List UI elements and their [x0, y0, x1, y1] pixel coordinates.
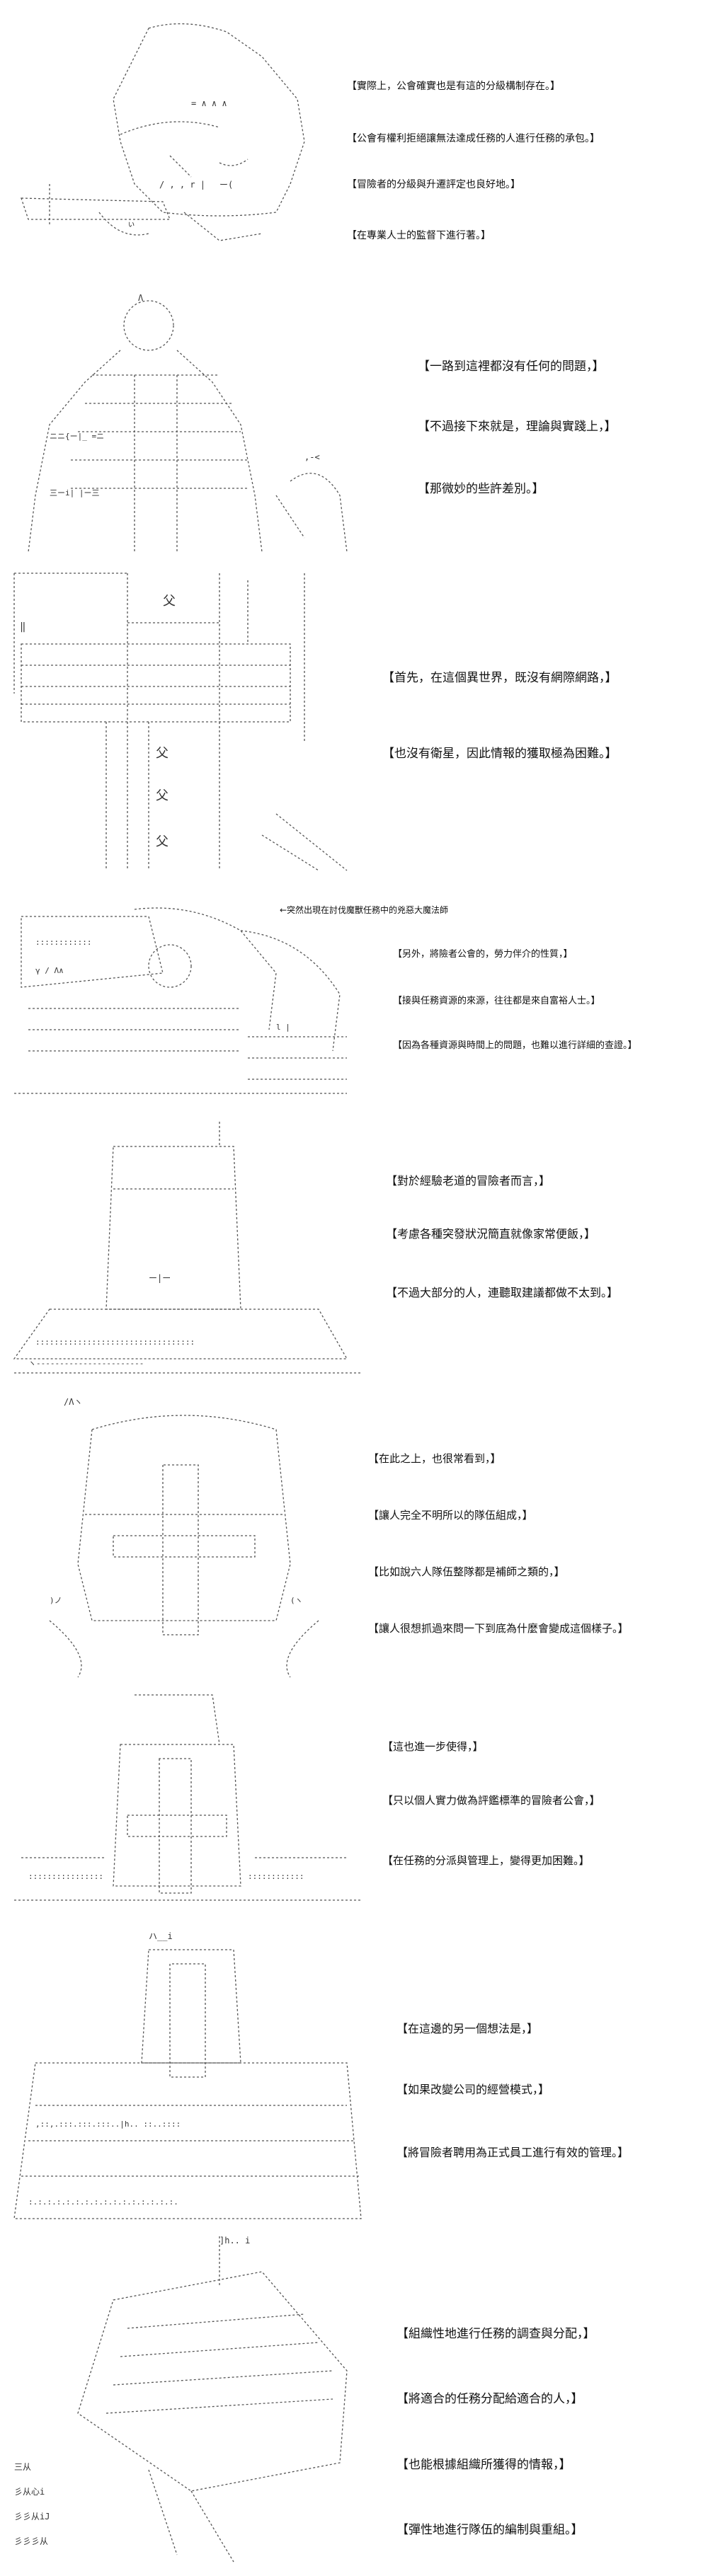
svg-text:::::::::::::: :::::::::::: — [248, 1872, 304, 1881]
ascii-art-doorway-scene: 父 父 父 父 ‖ — [7, 566, 361, 878]
svg-text:ー(: ー( — [219, 180, 233, 190]
svg-text:]h.. i: ]h.. i — [219, 2236, 250, 2246]
panel-7: :::::::::::::::: :::::::::::: 【這也進一步使得，】… — [0, 1688, 708, 1921]
svg-text:= ∧ ∧ ∧: = ∧ ∧ ∧ — [191, 98, 227, 108]
svg-text:父: 父 — [163, 594, 176, 609]
dialogue-line: 【組織性地進行任務的調查與分配，】 — [396, 2327, 595, 2341]
dialogue-line: 【讓人很想抓過來問一下到底為什麼會變成這個樣子。】 — [368, 1622, 629, 1635]
dialogue-line: 【冒險者的分級與升遷評定也良好地。】 — [347, 179, 520, 190]
art-annotation-label: ←突然出現在討伐魔獸任務中的兇惡大魔法師 — [280, 905, 449, 915]
panel-3: 父 父 父 父 ‖ 【首先，在這個異世界，既沒有網際網路，】 【也沒有衛星，因此… — [0, 566, 708, 878]
panel-2: Λ ニニ{ー|_ =ニ 三ーi| |ー三 ,-< 【一路到這裡都沒有任何的問題，… — [0, 283, 708, 559]
dialogue-line: 【不過接下來就是，理論與實踐上，】 — [418, 420, 617, 434]
dialogue-line: 【如果改變公司的經營模式，】 — [396, 2083, 550, 2096]
svg-text:彡彡彡从: 彡彡彡从 — [14, 2536, 48, 2546]
svg-text:l |: l | — [276, 1023, 290, 1032]
ascii-art-fallen-rubble: ]h.. i 三从 彡从心i 彡彡从iJ 彡彡彡从 — [7, 2229, 375, 2576]
dialogue-line: 【一路到這裡都沒有任何的問題，】 — [418, 360, 605, 374]
dialogue-line: 【考慮各種突發狀況簡直就像家常便飯，】 — [386, 1227, 596, 1241]
svg-text:/ , , r |: / , , r | — [159, 180, 205, 190]
ascii-art-knight-close-up: :::::::::::::::: :::::::::::: — [7, 1688, 361, 1921]
svg-text:父: 父 — [156, 834, 169, 849]
svg-text:,-<: ,-< — [304, 452, 320, 462]
ascii-art-knight-crowd: ハ__i ,::,.:::.:::.:::..|h.. ::..:::: :.:… — [7, 1921, 375, 2226]
svg-text:父: 父 — [156, 746, 169, 761]
ascii-art-bucket-helm-knight: ー|ー :::::::::::::::::::::::::::::::::: ヽ… — [7, 1118, 375, 1387]
svg-text:::::::::::::::::: :::::::::::::::: — [28, 1872, 103, 1881]
svg-text:ニニ{ー|_ =ニ: ニニ{ー|_ =ニ — [50, 432, 104, 441]
dialogue-line: 【將冒險者聘用為正式員工進行有效的管理。】 — [396, 2146, 629, 2159]
svg-text:彡从心i: 彡从心i — [14, 2487, 45, 2497]
dialogue-line: 【在任務的分派與管理上，變得更加困難。】 — [382, 1854, 590, 1867]
svg-text:三ーi| |ー三: 三ーi| |ー三 — [50, 488, 100, 498]
dialogue-line: 【在此之上，也很常看到，】 — [368, 1452, 501, 1465]
dialogue-line: 【實際上，公會確實也是有這的分級構制存在。】 — [347, 81, 560, 92]
ascii-art-mage-group: :::::::::::: γ / Λ∧ l | — [7, 888, 361, 1115]
svg-text:Λ: Λ — [138, 293, 144, 303]
dialogue-line: 【那微妙的些許差別。】 — [418, 482, 544, 496]
svg-text:‖: ‖ — [20, 621, 25, 633]
panel-8: ハ__i ,::,.:::.:::.:::..|h.. ::..:::: :.:… — [0, 1921, 708, 2226]
svg-text:父: 父 — [156, 788, 169, 803]
ascii-art-armored-figure: Λ ニニ{ー|_ =ニ 三ーi| |ー三 ,-< — [7, 283, 361, 559]
dialogue-line: 【彈性地進行隊伍的編制與重組。】 — [396, 2523, 583, 2537]
svg-text:ハ__i: ハ__i — [149, 1931, 173, 1941]
dialogue-line: 【在專業人士的監督下進行著。】 — [347, 230, 491, 241]
dialogue-line: 【讓人完全不明所以的隊伍組成，】 — [368, 1509, 533, 1522]
svg-text:彡彡从iJ: 彡彡从iJ — [14, 2512, 50, 2522]
svg-text:ー|ー: ー|ー — [149, 1273, 171, 1283]
dialogue-line: 【也能根據組織所獲得的情報，】 — [396, 2458, 571, 2472]
svg-text:/Λヽ: /Λヽ — [64, 1397, 82, 1407]
ascii-art-cross-helm-knight: /Λヽ )ノ (ヽ — [7, 1387, 361, 1684]
dialogue-line: 【在這邊的另一個想法是，】 — [396, 2022, 539, 2035]
panel-6: /Λヽ )ノ (ヽ 【在此之上，也很常看到，】 【讓人完全不明所以的隊伍組成，】… — [0, 1387, 708, 1684]
dialogue-line: 【因為各種資源與時間上的問題，也難以進行詳細的查證。】 — [393, 1040, 637, 1051]
dialogue-line: 【另外，將險者公會的，勞力伴介的性質，】 — [393, 949, 573, 960]
dialogue-line: 【也沒有衛星，因此情報的獲取極為困難。】 — [382, 747, 617, 761]
dialogue-line: 【接與任務資源的來源，往往都是來自富裕人士。】 — [393, 996, 600, 1006]
svg-text:γ / Λ∧: γ / Λ∧ — [35, 966, 64, 975]
panel-4: :::::::::::: γ / Λ∧ l | ←突然出現在討伐魔獸任務中的兇惡… — [0, 888, 708, 1115]
svg-text:::::::::::::::::::::::::::::::: :::::::::::::::::::::::::::::::::: — [35, 1338, 195, 1347]
panel-5: ー|ー :::::::::::::::::::::::::::::::::: ヽ… — [0, 1118, 708, 1387]
dialogue-line: 【只以個人實力做為評鑑標準的冒險者公會，】 — [382, 1794, 600, 1807]
svg-text:,::,.:::.:::.:::..|h.. ::..:::: ,::,.:::.:::.:::..|h.. ::..:::: — [35, 2120, 181, 2129]
panel-1: / , , r | = ∧ ∧ ∧ ー( ぃ 【實際上，公會確實也是有這的分級構… — [0, 0, 708, 283]
dialogue-line: 【對於經驗老道的冒險者而言，】 — [386, 1174, 551, 1188]
dialogue-line: 【這也進一步使得，】 — [382, 1740, 484, 1753]
svg-text:ヽ‐‐‐‐‐‐‐‐‐‐‐‐‐‐‐‐‐‐‐‐‐‐‐: ヽ‐‐‐‐‐‐‐‐‐‐‐‐‐‐‐‐‐‐‐‐‐‐‐ — [28, 1359, 144, 1368]
svg-text:)ノ: )ノ — [50, 1596, 62, 1605]
panel-9: ]h.. i 三从 彡从心i 彡彡从iJ 彡彡彡从 【組織性地進行任務的調查與分… — [0, 2229, 708, 2576]
dialogue-line: 【比如說六人隊伍整隊都是補師之類的，】 — [368, 1565, 565, 1578]
dialogue-line: 【公會有權利拒絕讓無法達成任務的人進行任務的承包。】 — [347, 133, 600, 144]
svg-text:三从: 三从 — [14, 2462, 31, 2472]
svg-text:(ヽ: (ヽ — [290, 1596, 303, 1605]
svg-text::.:.:.:.:.:.:.:.:.:.:.:.:.:.:.: :.:.:.:.:.:.:.:.:.:.:.:.:.:.:.:. — [28, 2197, 178, 2207]
svg-text:::::::::::::: :::::::::::: — [35, 938, 91, 947]
svg-text:ぃ: ぃ — [127, 219, 135, 229]
dialogue-line: 【不過大部分的人，連聽取建議都做不太到。】 — [386, 1286, 619, 1299]
dialogue-line: 【將適合的任務分配給適合的人，】 — [396, 2392, 583, 2406]
ascii-art-hooded-figure: / , , r | = ∧ ∧ ∧ ー( ぃ — [7, 0, 347, 283]
dialogue-line: 【首先，在這個異世界，既沒有網際網路，】 — [382, 671, 617, 685]
